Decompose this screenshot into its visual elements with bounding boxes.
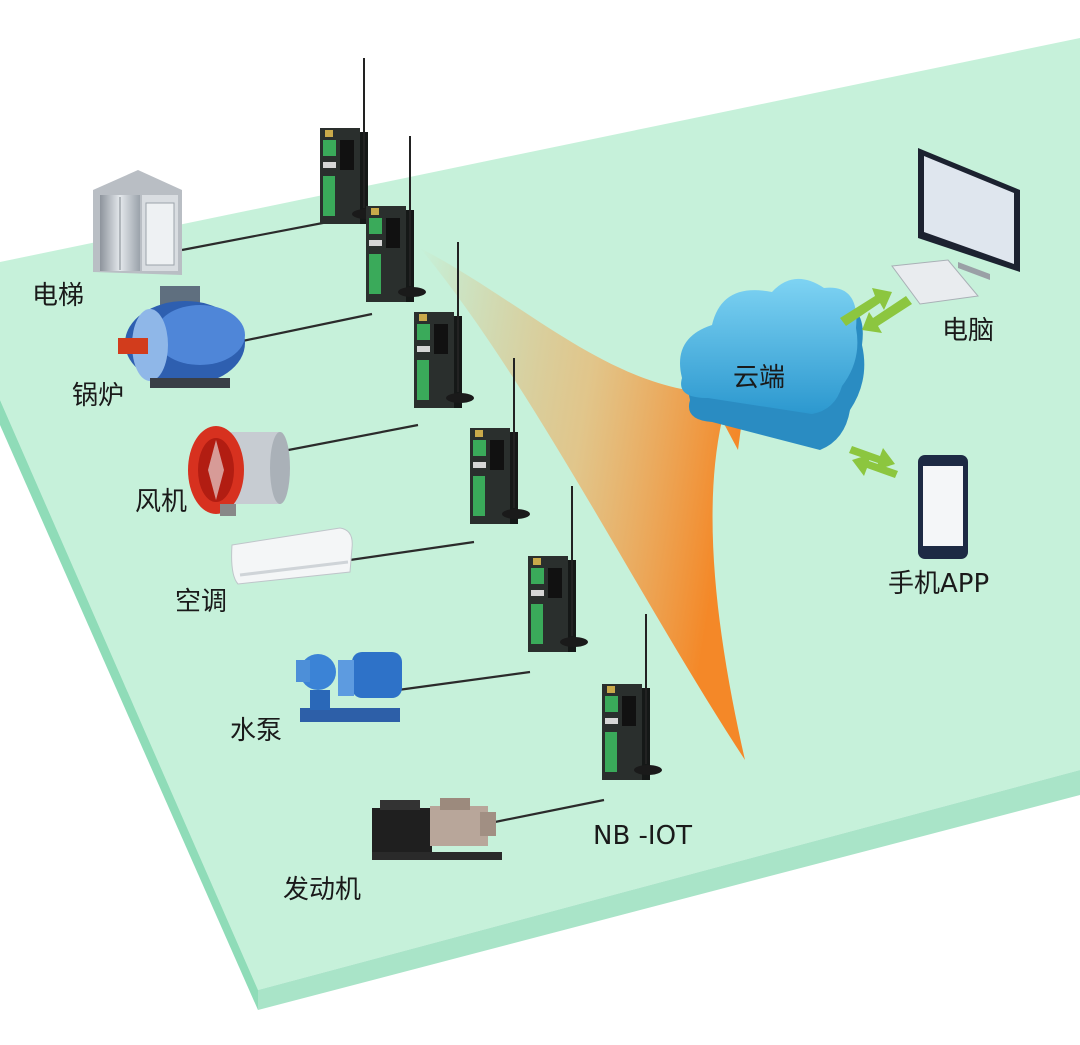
cloud-icon (680, 278, 865, 450)
connection-lines (181, 220, 605, 824)
elevator-icon (93, 170, 182, 275)
boiler-icon (118, 286, 245, 388)
platform-top (0, 38, 1080, 990)
phone-app-icon (918, 455, 968, 559)
platform-side (0, 400, 258, 1010)
data-flow-arrow (420, 248, 745, 760)
fan-icon (188, 426, 290, 516)
device-label-generator: 发动机 (283, 875, 362, 905)
device-label-elevator: 电梯 (32, 281, 85, 311)
gateway-label: NB -IOT (593, 821, 692, 851)
air-conditioner-icon (231, 527, 353, 585)
cloud-label: 云端 (733, 363, 786, 393)
sync-arrows-phone-icon (849, 446, 898, 478)
water-pump-icon (296, 652, 402, 722)
device-label-air-conditioner: 空调 (175, 587, 228, 617)
device-label-boiler: 锅炉 (72, 381, 125, 411)
computer-icon (891, 148, 1020, 305)
platform-front (258, 770, 1080, 1010)
sync-arrows-computer-icon (840, 288, 912, 333)
client-label-phone-app: 手机APP (888, 569, 990, 599)
client-label-computer: 电脑 (942, 316, 995, 346)
device-label-fan: 风机 (135, 487, 188, 517)
generator-icon (372, 798, 502, 860)
device-label-water-pump: 水泵 (230, 716, 283, 746)
